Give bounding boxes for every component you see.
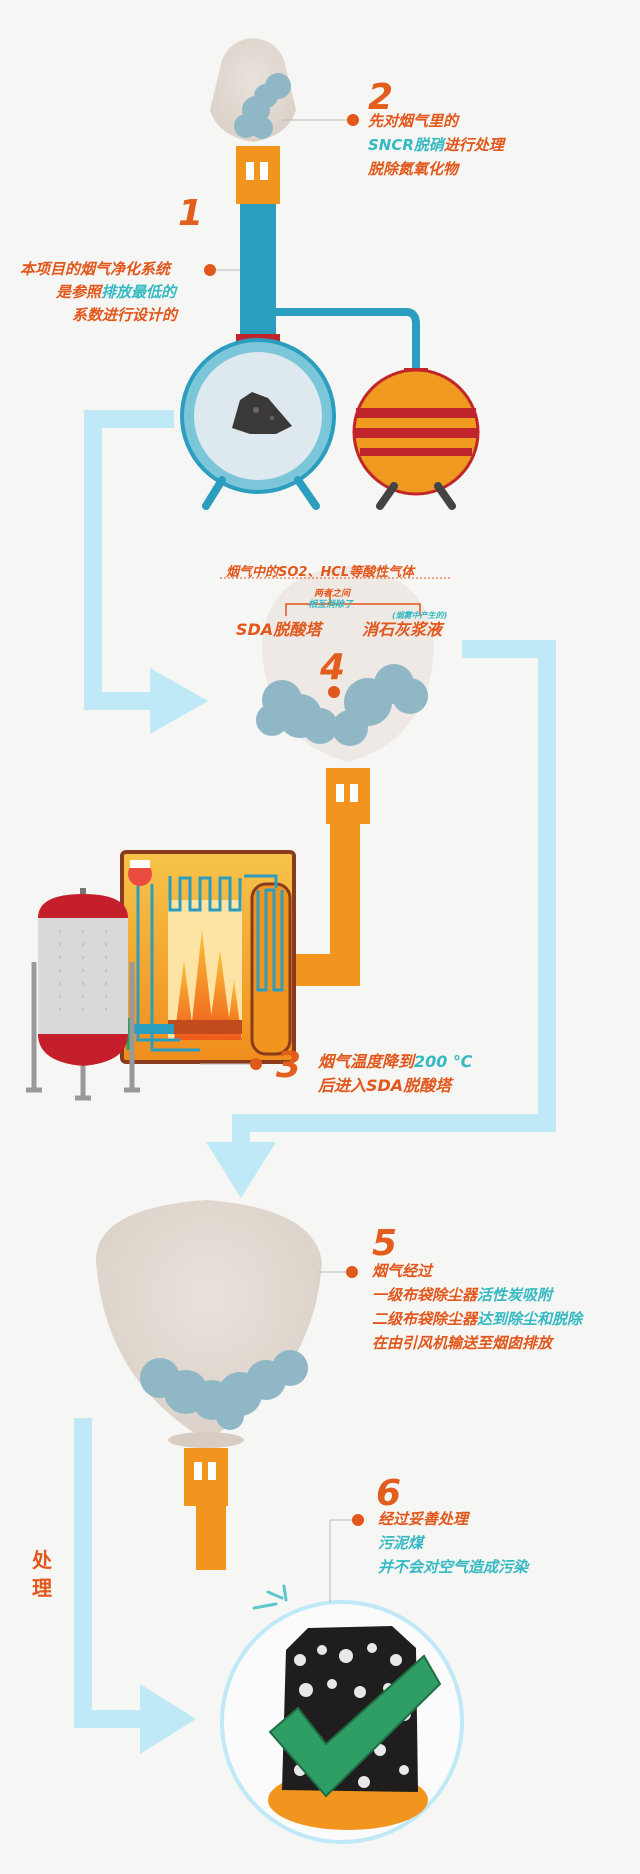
step-5-line3: 二级布袋除尘器达到除尘和脱除 [372, 1312, 582, 1327]
step-3-line1-start: 烟气温度降到 [318, 1052, 415, 1071]
furnace-icon [120, 850, 296, 1064]
step-3-number: 3 [276, 1045, 302, 1086]
result-circle [220, 1519, 464, 1844]
step-5-line4: 在由引风机输送至烟囱排放 [372, 1334, 553, 1352]
step-4-left-label: SDA脱酸塔 [236, 620, 322, 639]
flow-arrow-icon [74, 410, 556, 1754]
step-4-dot [328, 686, 340, 698]
step-4-right-label: 消石灰浆液 [362, 620, 443, 639]
step-5-highlight-2: 达到除尘和脱除 [477, 1310, 583, 1328]
step-5-number: 5 [372, 1223, 398, 1264]
step-3-temperature: 200 ℃ [414, 1052, 473, 1071]
step-4-title: 烟气中的SO2、HCL等酸性气体 [226, 565, 415, 580]
step-2-line3: 脱除氮氧化物 [368, 160, 459, 178]
step-1-number: 1 [178, 193, 204, 234]
step-1-line3: 系数进行设计的 [72, 306, 178, 324]
step-5-line2-start: 一级布袋除尘器 [372, 1286, 478, 1304]
side-label-char-1: 处 [32, 1548, 52, 1572]
step-5-line3-start: 二级布袋除尘器 [372, 1310, 478, 1328]
side-label-char-2: 理 [32, 1576, 52, 1600]
step-2-line2: SNCR脱硝进行处理 [368, 138, 504, 153]
step-5-line2: 一级布袋除尘器活性炭吸附 [372, 1288, 552, 1303]
checkmark-icon [268, 1654, 442, 1798]
step-6-number: 6 [376, 1473, 402, 1514]
tank-icon [352, 368, 480, 510]
step-4-right-note: (烟雾中产生的) [392, 611, 448, 620]
step-4-middle-line2: 相互消除了 [308, 600, 354, 610]
step-6-dot [352, 1514, 364, 1526]
step-2-line1: 先对烟气里的 [368, 112, 459, 130]
coal-icon [232, 392, 292, 434]
step-5-dot [346, 1266, 358, 1278]
step-3-dot [250, 1058, 262, 1070]
chimney-icon [326, 768, 370, 824]
step-1-line2-start: 是参照 [56, 283, 102, 301]
smoke-icon [256, 664, 428, 746]
step-6-line3: 并不会对空气造成污染 [378, 1558, 529, 1576]
step-2-number: 2 [368, 77, 394, 118]
step-1-highlight: 排放最低的 [101, 283, 177, 301]
step-6-line2: 污泥煤 [378, 1534, 424, 1552]
smoke-icon [140, 1350, 308, 1430]
top-chimney [180, 38, 480, 510]
step-2-line2-rest: 进行处理 [443, 136, 504, 154]
step-4-number: 4 [320, 647, 346, 688]
step-2-dot [347, 114, 359, 126]
step-3-line2: 后进入SDA脱酸塔 [318, 1076, 452, 1095]
baghouse [96, 1200, 322, 1570]
step-6-line1: 经过妥善处理 [378, 1510, 469, 1528]
smoke-icon [234, 73, 291, 139]
chimney-icon [184, 1448, 228, 1506]
sda-tower [220, 566, 452, 986]
step-4-middle-line1: 两者之间 [314, 589, 351, 599]
step-1-line1: 本项目的烟气净化系统 [20, 260, 171, 278]
step-3-line1: 烟气温度降到200 ℃ [318, 1054, 472, 1070]
step-5-line1: 烟气经过 [372, 1262, 433, 1280]
step-1-line2: 是参照排放最低的 [56, 285, 176, 300]
chimney-icon [236, 146, 280, 204]
tank-icon [26, 888, 140, 1101]
step-2-highlight: SNCR脱硝 [368, 136, 444, 154]
step-5-highlight-1: 活性炭吸附 [477, 1286, 553, 1304]
step-1-dot [204, 264, 216, 276]
